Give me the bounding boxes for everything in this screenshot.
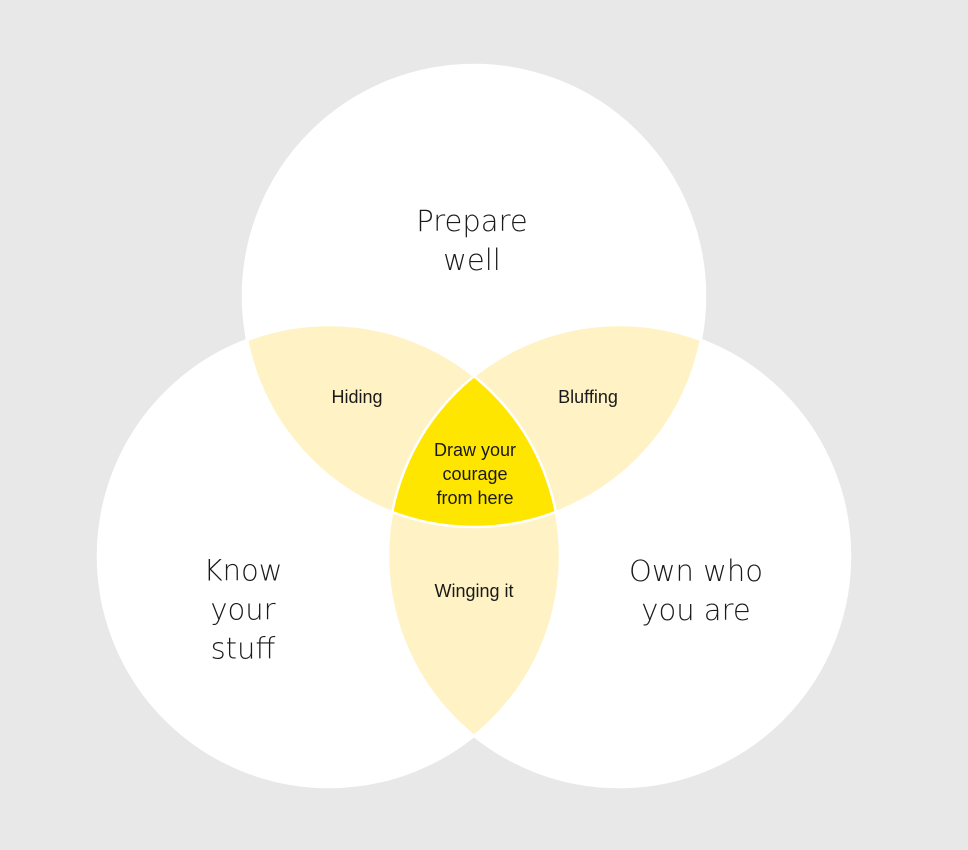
label-hiding: Hiding — [331, 387, 383, 407]
label-own-who-you-are: Own who you are — [629, 554, 763, 627]
label-winging-it: Winging it — [434, 581, 514, 601]
region-center — [388, 325, 560, 527]
label-bluffing: Bluffing — [558, 387, 618, 407]
label-know-your-stuff: Know your stuff — [203, 553, 283, 666]
label-center: Draw your courage from here — [433, 440, 517, 508]
label-prepare-well: Prepare well — [416, 204, 528, 277]
